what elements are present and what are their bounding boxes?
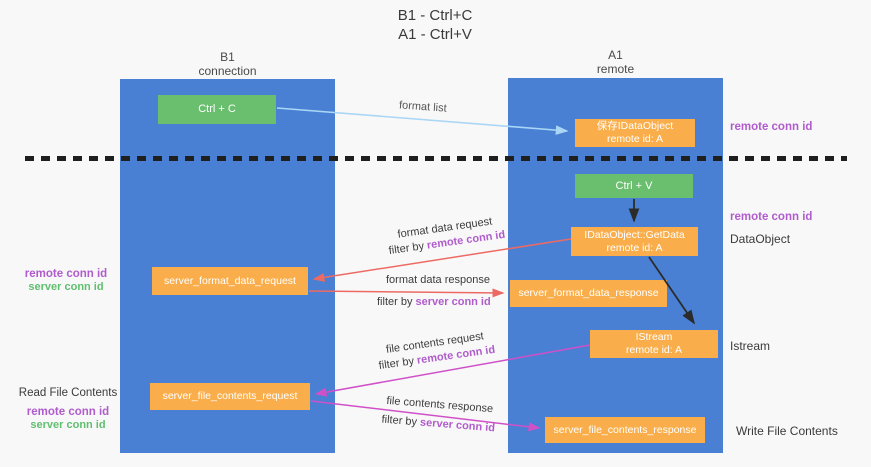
server-file-contents-request-label: server_file_contents_request: [162, 390, 298, 402]
filter-by-text: filter by: [388, 239, 428, 258]
filter-by-text: filter by: [378, 354, 418, 373]
diagram-title: B1 - Ctrl+C A1 - Ctrl+V: [350, 6, 520, 44]
column-b1-name: B1: [220, 50, 235, 64]
server-conn-id-text: server conn id: [419, 416, 496, 435]
save-idataobject-box: 保存IDataObject remote id: A: [575, 119, 695, 147]
ctrl-c-label: Ctrl + C: [198, 103, 236, 115]
column-b1-role: connection: [198, 64, 257, 78]
filter-by-server-conn-id: filter by server conn id: [377, 296, 491, 308]
idataobject-getdata-line2: remote id: A: [606, 241, 663, 254]
server-conn-id-text: server conn id: [415, 296, 491, 308]
column-a1-name: A1: [608, 48, 623, 62]
server-format-data-request-box: server_format_data_request: [152, 267, 308, 295]
istream-line1: IStream: [635, 331, 673, 343]
read-file-contents-label: Read File Contents: [18, 387, 118, 399]
ctrl-v-box: Ctrl + V: [575, 174, 693, 198]
istream-line2: remote id: A: [625, 344, 683, 356]
file-contents-request-label: file contents request filter by remote c…: [371, 327, 502, 375]
filter-by-text: filter by: [377, 296, 416, 308]
save-idataobject-line1: 保存IDataObject: [596, 120, 674, 132]
server-file-contents-response-label: server_file_contents_response: [553, 423, 697, 436]
dataobject-label: DataObject: [730, 232, 791, 246]
filter-by-text: filter by: [381, 413, 421, 429]
idataobject-getdata-line1: IDataObject::GetData: [584, 228, 685, 241]
server-format-data-response-label: server_format_data_response: [518, 287, 659, 299]
conn-id-pair-format: remote conn id server conn id: [24, 268, 108, 294]
server-file-contents-request-box: server_file_contents_request: [150, 383, 310, 410]
server-format-data-request-label: server_format_data_request: [164, 274, 296, 287]
read-file-contents-block: Read File Contents remote conn id server…: [18, 387, 118, 432]
remote-conn-id-left-label: remote conn id: [24, 268, 108, 280]
format-list-label: format list: [398, 99, 448, 115]
remote-conn-id-label-top: remote conn id: [730, 121, 813, 133]
server-file-contents-response-box: server_file_contents_response: [545, 417, 705, 443]
idataobject-getdata-box: IDataObject::GetData remote id: A: [571, 227, 698, 256]
istream-box: IStream remote id: A: [590, 330, 718, 358]
remote-conn-id-label-mid: remote conn id: [730, 211, 813, 223]
file-contents-response-label: file contents response filter by server …: [373, 391, 506, 439]
format-data-response-label: format data response: [386, 274, 490, 286]
column-header-b1: B1 connection: [120, 50, 335, 78]
server-conn-id-left-label: server conn id: [30, 419, 106, 431]
ctrl-v-label: Ctrl + V: [615, 179, 653, 192]
title-line-1: B1 - Ctrl+C: [397, 7, 473, 24]
remote-conn-id-left-label: remote conn id: [26, 406, 110, 418]
ctrl-c-box: Ctrl + C: [158, 95, 276, 124]
write-file-contents-label: Write File Contents: [736, 424, 838, 438]
title-line-2: A1 - Ctrl+V: [398, 26, 472, 43]
istream-side-label: Istream: [730, 339, 771, 353]
server-conn-id-left-label: server conn id: [28, 281, 104, 293]
column-a1-role: remote: [596, 62, 635, 76]
format-data-request-label: format data request filter by remote con…: [382, 212, 511, 259]
column-header-a1: A1 remote: [508, 48, 723, 76]
server-format-data-response-box: server_format_data_response: [510, 280, 667, 307]
save-idataobject-line2: remote id: A: [606, 133, 664, 145]
format-data-response-arrow: [308, 288, 505, 298]
dashed-divider-line: [25, 156, 847, 161]
